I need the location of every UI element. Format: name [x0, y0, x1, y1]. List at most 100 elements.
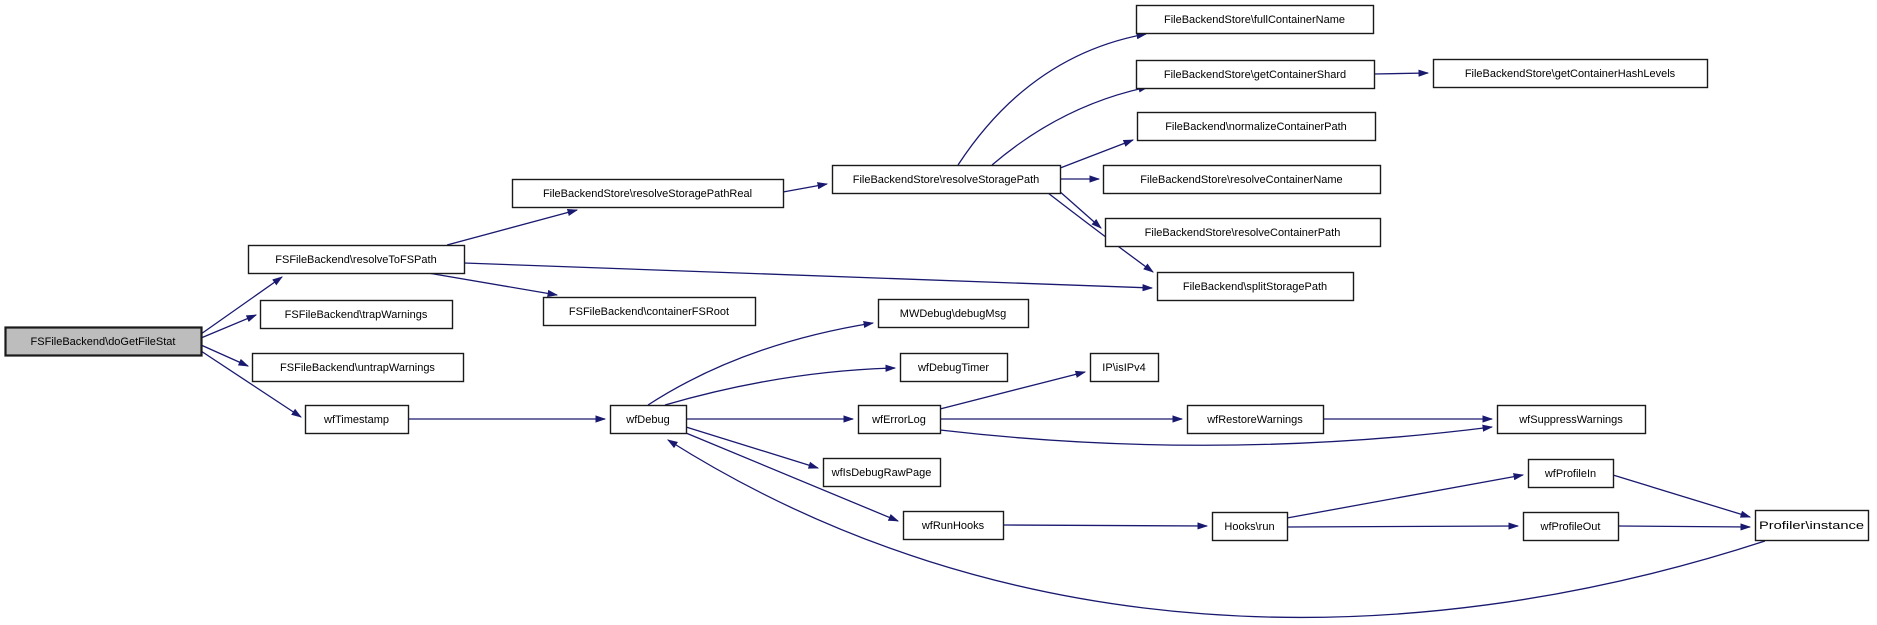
graph-node-box[interactable] — [1527, 458, 1615, 489]
graph-edge-resolveToFSPath-to-splitStoragePath — [463, 262, 1154, 292]
graph-edge-resolveStoragePath-to-getContainerShard — [991, 85, 1150, 166]
graph-node-label: FileBackendStore\resolveContainerPath — [1145, 227, 1341, 239]
graph-node-box[interactable] — [1754, 509, 1870, 542]
graph-node-label: FSFileBackend\resolveToFSPath — [275, 254, 436, 266]
graph-nodes: FSFileBackend\doGetFileStatFSFileBackend… — [4, 4, 1870, 542]
graph-edge-doGetFileStat-to-trapWarnings — [200, 314, 258, 339]
graph-node-box[interactable] — [4, 326, 203, 357]
graph-node-debugMsg[interactable]: MWDebug\debugMsg — [877, 298, 1030, 329]
graph-edge-wfRunHooks-to-hooksRun — [1002, 522, 1209, 530]
graph-node-box[interactable] — [511, 178, 785, 209]
graph-edge-resolveStoragePath-to-normalizeContainerPath — [1054, 139, 1135, 171]
graph-node-box[interactable] — [1104, 217, 1382, 248]
graph-node-box[interactable] — [877, 298, 1030, 329]
graph-node-box[interactable] — [1211, 511, 1289, 542]
graph-node-hooksRun[interactable]: Hooks\run — [1211, 511, 1289, 542]
graph-node-label: FSFileBackend\untrapWarnings — [280, 362, 435, 374]
graph-edge-resolveStoragePathReal-to-resolveStoragePath — [782, 182, 829, 193]
graph-node-box[interactable] — [1432, 58, 1709, 89]
graph-edge-getContainerShard-to-getContainerHashLevels — [1373, 69, 1430, 77]
graph-edge-wfDebug-to-wfRunHooks — [685, 432, 900, 522]
graph-node-box[interactable] — [899, 352, 1009, 383]
graph-edges — [200, 32, 1766, 618]
graph-node-box[interactable] — [1136, 111, 1377, 142]
graph-node-containerFSRoot[interactable]: FSFileBackend\containerFSRoot — [542, 296, 757, 327]
graph-node-box[interactable] — [1186, 404, 1325, 435]
graph-node-wfErrorLog[interactable]: wfErrorLog — [857, 404, 942, 435]
graph-node-label: FSFileBackend\containerFSRoot — [569, 306, 729, 318]
graph-node-wfSuppressWarnings[interactable]: wfSuppressWarnings — [1496, 404, 1647, 435]
graph-edge-doGetFileStat-to-wfTimestamp — [200, 350, 302, 418]
graph-node-box[interactable] — [857, 404, 942, 435]
graph-node-resolveContainerName[interactable]: FileBackendStore\resolveContainerName — [1102, 164, 1382, 195]
graph-node-box[interactable] — [1522, 511, 1620, 542]
graph-node-label: wfTimestamp — [323, 414, 389, 426]
graph-node-box[interactable] — [609, 404, 688, 435]
graph-node-box[interactable] — [1496, 404, 1647, 435]
graph-node-box[interactable] — [822, 457, 942, 488]
graph-node-resolveStoragePath[interactable]: FileBackendStore\resolveStoragePath — [831, 164, 1062, 195]
graph-node-isIPv4[interactable]: IP\isIPv4 — [1089, 352, 1160, 383]
graph-node-label: wfDebugTimer — [917, 362, 989, 374]
graph-edge-resolveStoragePath-to-fullContainerName — [957, 32, 1148, 166]
graph-node-box[interactable] — [1089, 352, 1160, 383]
graph-node-label: FileBackendStore\fullContainerName — [1164, 14, 1345, 26]
graph-node-wfDebugTimer[interactable]: wfDebugTimer — [899, 352, 1009, 383]
graph-node-label: FileBackendStore\resolveStoragePathReal — [543, 188, 752, 200]
graph-node-box[interactable] — [259, 299, 454, 330]
graph-node-untrapWarnings[interactable]: FSFileBackend\untrapWarnings — [251, 352, 465, 383]
graph-node-wfRunHooks[interactable]: wfRunHooks — [902, 510, 1005, 541]
graph-edge-doGetFileStat-to-resolveToFSPath — [200, 276, 283, 335]
graph-node-wfProfileIn[interactable]: wfProfileIn — [1527, 458, 1615, 489]
graph-node-label: wfDebug — [625, 414, 669, 426]
graph-node-box[interactable] — [1102, 164, 1382, 195]
graph-node-getContainerShard[interactable]: FileBackendStore\getContainerShard — [1135, 59, 1376, 90]
graph-node-box[interactable] — [831, 164, 1062, 195]
graph-node-label: wfRunHooks — [921, 520, 985, 532]
graph-node-getContainerHashLevels[interactable]: FileBackendStore\getContainerHashLevels — [1432, 58, 1709, 89]
graph-node-label: FSFileBackend\trapWarnings — [285, 309, 428, 321]
graph-node-box[interactable] — [251, 352, 465, 383]
graph-node-label: wfIsDebugRawPage — [831, 467, 932, 479]
graph-node-box[interactable] — [1135, 59, 1376, 90]
graph-edge-wfDebug-to-wfDebugTimer — [664, 364, 897, 406]
graph-node-label: FileBackend\normalizeContainerPath — [1165, 121, 1347, 133]
graph-edge-resolveStoragePath-to-resolveContainerPath — [1057, 189, 1102, 229]
graph-node-label: FSFileBackend\doGetFileStat — [31, 336, 176, 348]
graph-node-resolveStoragePathReal[interactable]: FileBackendStore\resolveStoragePathReal — [511, 178, 785, 209]
graph-node-box[interactable] — [902, 510, 1005, 541]
graph-node-splitStoragePath[interactable]: FileBackend\splitStoragePath — [1156, 271, 1355, 302]
graph-node-label: FileBackendStore\getContainerHashLevels — [1465, 68, 1676, 80]
graph-node-profilerInstance[interactable]: Profiler\instance — [1754, 509, 1870, 542]
graph-node-label: wfSuppressWarnings — [1518, 414, 1623, 426]
graph-edge-doGetFileStat-to-untrapWarnings — [200, 344, 250, 367]
graph-node-box[interactable] — [304, 404, 410, 435]
graph-node-box[interactable] — [1156, 271, 1355, 302]
graph-node-label: wfProfileOut — [1540, 521, 1601, 533]
graph-node-wfProfileOut[interactable]: wfProfileOut — [1522, 511, 1620, 542]
graph-edge-resolveToFSPath-to-containerFSRoot — [427, 272, 559, 297]
graph-node-box[interactable] — [247, 244, 466, 275]
graph-edge-wfProfileIn-to-profilerInstance — [1612, 474, 1752, 518]
graph-node-label: wfErrorLog — [871, 414, 926, 426]
graph-edge-wfDebug-to-wfIsDebugRawPage — [685, 426, 820, 469]
graph-node-label: MWDebug\debugMsg — [900, 308, 1006, 320]
graph-node-box[interactable] — [542, 296, 757, 327]
graph-node-trapWarnings[interactable]: FSFileBackend\trapWarnings — [259, 299, 454, 330]
graph-node-wfIsDebugRawPage[interactable]: wfIsDebugRawPage — [822, 457, 942, 488]
graph-node-normalizeContainerPath[interactable]: FileBackend\normalizeContainerPath — [1136, 111, 1377, 142]
graph-node-box[interactable] — [1135, 4, 1375, 35]
graph-node-resolveToFSPath[interactable]: FSFileBackend\resolveToFSPath — [247, 244, 466, 275]
graph-node-resolveContainerPath[interactable]: FileBackendStore\resolveContainerPath — [1104, 217, 1382, 248]
graph-node-label: Profiler\instance — [1759, 520, 1864, 532]
graph-node-wfDebug[interactable]: wfDebug — [609, 404, 688, 435]
graph-node-wfRestoreWarnings[interactable]: wfRestoreWarnings — [1186, 404, 1325, 435]
graph-node-label: IP\isIPv4 — [1102, 362, 1145, 374]
graph-node-fullContainerName[interactable]: FileBackendStore\fullContainerName — [1135, 4, 1375, 35]
graph-node-label: wfProfileIn — [1544, 468, 1596, 480]
graph-edge-profilerInstance-to-wfDebug — [667, 439, 1766, 618]
graph-node-wfTimestamp[interactable]: wfTimestamp — [304, 404, 410, 435]
graph-node-doGetFileStat[interactable]: FSFileBackend\doGetFileStat — [4, 326, 203, 357]
